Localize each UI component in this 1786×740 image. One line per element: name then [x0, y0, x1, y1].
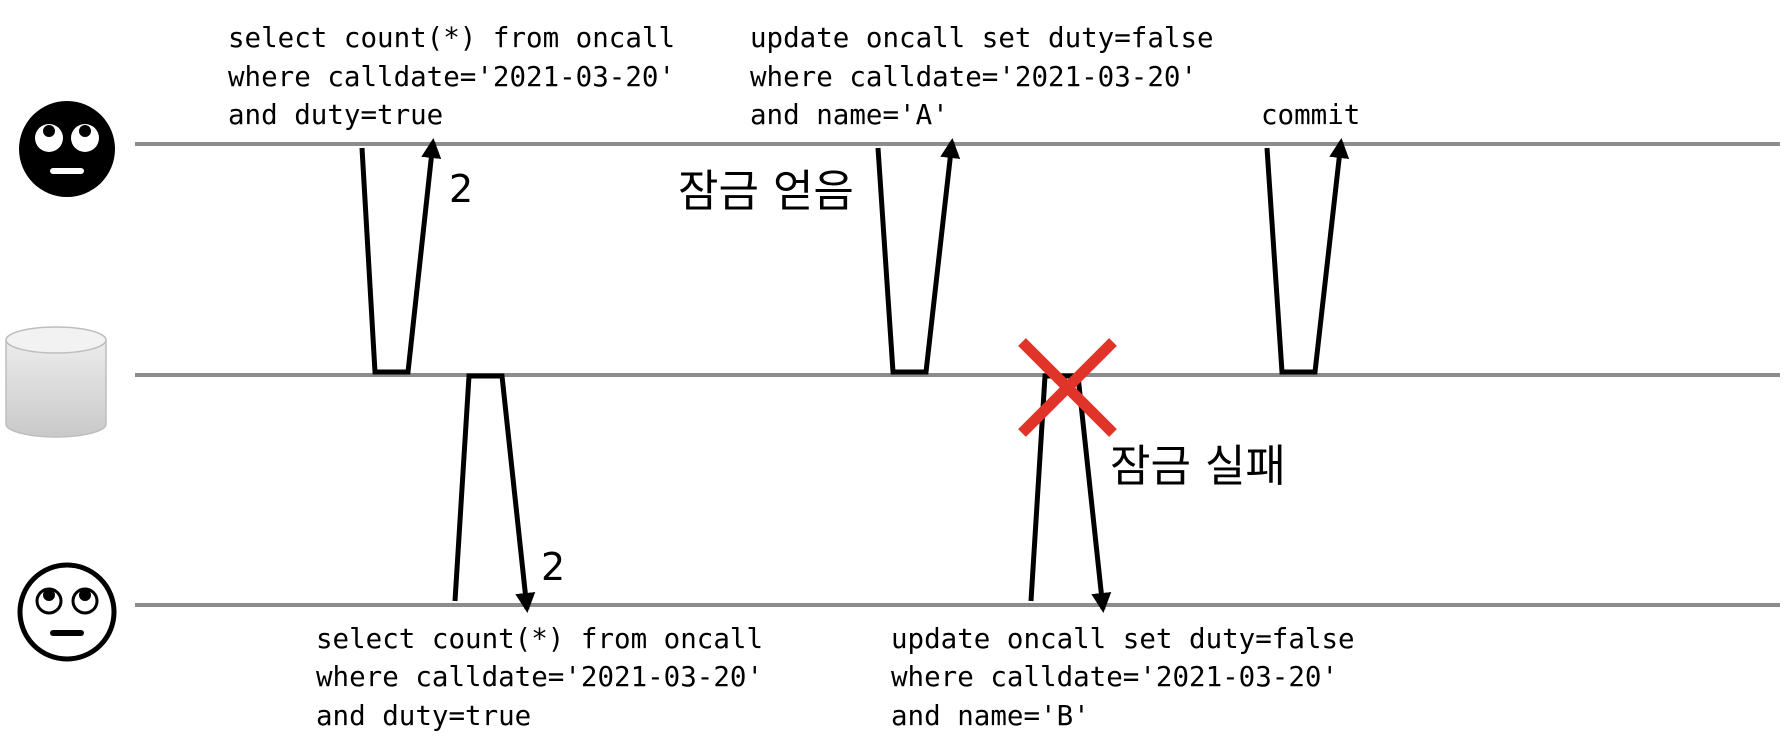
red-x-icon	[1018, 338, 1117, 437]
commit-label: commit	[1261, 99, 1360, 131]
user-a-update-query: update oncall set duty=false where calld…	[750, 22, 1230, 131]
lock-failed-label: 잠금 실패	[1110, 441, 1286, 492]
eye-roll-face-outline-icon	[17, 562, 117, 662]
user-a-commit-trip	[1264, 138, 1350, 375]
database-cylinder-icon	[5, 326, 107, 438]
user-a-select-result: 2	[449, 167, 473, 211]
lock-acquired-label: 잠금 얻음	[678, 166, 854, 217]
user-a-select-trip	[359, 138, 442, 375]
user-a-update-trip	[875, 138, 961, 375]
user-b-select-query: select count(*) from oncall where callda…	[316, 623, 780, 732]
user-a-select-query: select count(*) from oncall where callda…	[228, 22, 692, 131]
user-b-select-trip	[452, 373, 536, 613]
user-b-update-query: update oncall set duty=false where calld…	[891, 623, 1371, 732]
eye-roll-face-filled-icon	[19, 101, 115, 197]
user-b-select-result: 2	[541, 545, 565, 589]
